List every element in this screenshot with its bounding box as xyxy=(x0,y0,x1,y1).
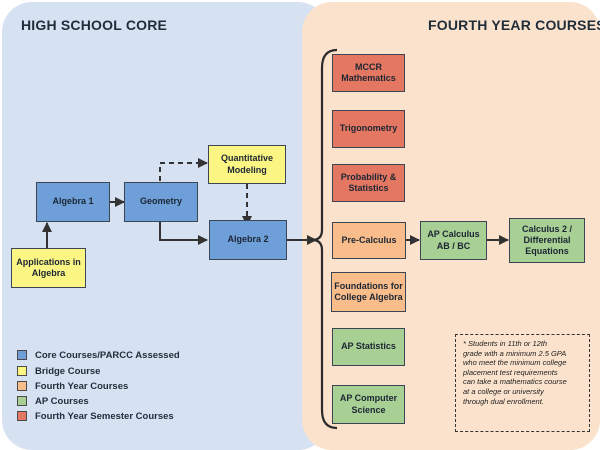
legend-swatch-core xyxy=(17,350,27,360)
note-line-2: grade with a minimum 2.5 GPA xyxy=(463,348,567,358)
fourth-year-bracket xyxy=(311,48,338,430)
legend-swatch-semester xyxy=(17,411,27,421)
right-panel-title: FOURTH YEAR COURSES xyxy=(428,17,600,33)
algebra1-label: Algebra 1 xyxy=(52,196,94,207)
algebra1-node[interactable]: Algebra 1 xyxy=(36,182,110,222)
calc2-label-line1: Calculus 2 / xyxy=(521,223,573,234)
legend-label-bridge: Bridge Course xyxy=(35,365,101,377)
geometry-label: Geometry xyxy=(139,196,183,207)
apcs-label-line1: AP Computer xyxy=(339,393,398,404)
note-line-1: * Students in 11th or 12th xyxy=(463,339,548,348)
note-line-6: at a college or university xyxy=(463,386,544,396)
quant-label-line1: Quantitative xyxy=(220,153,273,164)
prob-label-line2: Statistics xyxy=(348,183,389,193)
legend-item-ap: AP Courses xyxy=(17,395,89,407)
legend-label-semester: Fourth Year Semester Courses xyxy=(35,410,174,422)
quantitative-modeling-node[interactable]: Quantitative Modeling xyxy=(208,145,286,184)
note-line-3: who meet the minimum college xyxy=(463,358,567,368)
pre-calculus-node[interactable]: Pre-Calculus xyxy=(332,222,406,259)
found-label-line1: Foundations for xyxy=(334,280,403,291)
precalc-label: Pre-Calculus xyxy=(341,234,397,245)
legend-item-bridge: Bridge Course xyxy=(17,365,100,377)
dual-enrollment-note: * Students in 11th or 12th grade with a … xyxy=(455,334,590,432)
apcs-label-line2: Science xyxy=(351,404,386,415)
geometry-to-quant-arrow xyxy=(159,158,208,181)
apstat-label: AP Statistics xyxy=(341,341,396,352)
note-line-7: through dual enrollment. xyxy=(463,396,544,406)
legend-swatch-fourth-year xyxy=(17,381,27,391)
apcalc-label-line1: AP Calculus xyxy=(427,229,480,240)
mccr-label-line2: Mathematics xyxy=(341,73,396,83)
calc2-label-line2: Differential xyxy=(523,234,571,245)
quant-label-line2: Modeling xyxy=(227,164,267,175)
applications-in-algebra-node[interactable]: Applications in Algebra xyxy=(11,248,86,288)
left-panel-title: HIGH SCHOOL CORE xyxy=(21,17,168,33)
mccr-mathematics-node[interactable]: MCCR Mathematics xyxy=(332,54,405,92)
legend-swatch-ap xyxy=(17,396,27,406)
probability-statistics-node[interactable]: Probability & Statistics xyxy=(332,164,405,202)
ap-statistics-node[interactable]: AP Statistics xyxy=(332,328,405,366)
ap-calculus-node[interactable]: AP Calculus AB / BC xyxy=(420,221,487,260)
foundations-college-algebra-node[interactable]: Foundations for College Algebra xyxy=(331,272,406,312)
legend-item-fourth-year: Fourth Year Courses xyxy=(17,380,128,392)
legend-label-fourth-year: Fourth Year Courses xyxy=(35,380,129,392)
apcalc-label-line2: AB / BC xyxy=(436,240,471,251)
apps-label-line1: Applications in xyxy=(16,256,81,267)
note-line-5: can take a mathematics course xyxy=(463,377,567,387)
trigonometry-node[interactable]: Trigonometry xyxy=(332,110,405,148)
algebra2-label: Algebra 2 xyxy=(227,234,269,245)
legend-item-core: Core Courses/PARCC Assessed xyxy=(17,349,180,361)
calculus2-node[interactable]: Calculus 2 / Differential Equations xyxy=(509,218,585,263)
apps-label-line2: Algebra xyxy=(31,268,66,278)
ap-computer-science-node[interactable]: AP Computer Science xyxy=(332,385,405,424)
legend-item-semester: Fourth Year Semester Courses xyxy=(17,410,174,422)
geometry-node[interactable]: Geometry xyxy=(124,182,198,222)
legend-swatch-bridge xyxy=(17,366,27,376)
legend-label-core: Core Courses/PARCC Assessed xyxy=(35,349,180,361)
note-line-4: placement test requirements xyxy=(463,367,558,377)
found-label-line2: College Algebra xyxy=(334,292,403,302)
trig-label: Trigonometry xyxy=(339,123,398,134)
calc2-label-line3: Equations xyxy=(525,246,569,257)
algebra2-node[interactable]: Algebra 2 xyxy=(209,220,287,260)
mccr-label-line1: MCCR xyxy=(355,61,382,72)
prob-label-line1: Probability & xyxy=(340,171,397,182)
geometry-to-algebra2-arrow xyxy=(159,222,208,245)
legend-label-ap: AP Courses xyxy=(35,395,89,407)
